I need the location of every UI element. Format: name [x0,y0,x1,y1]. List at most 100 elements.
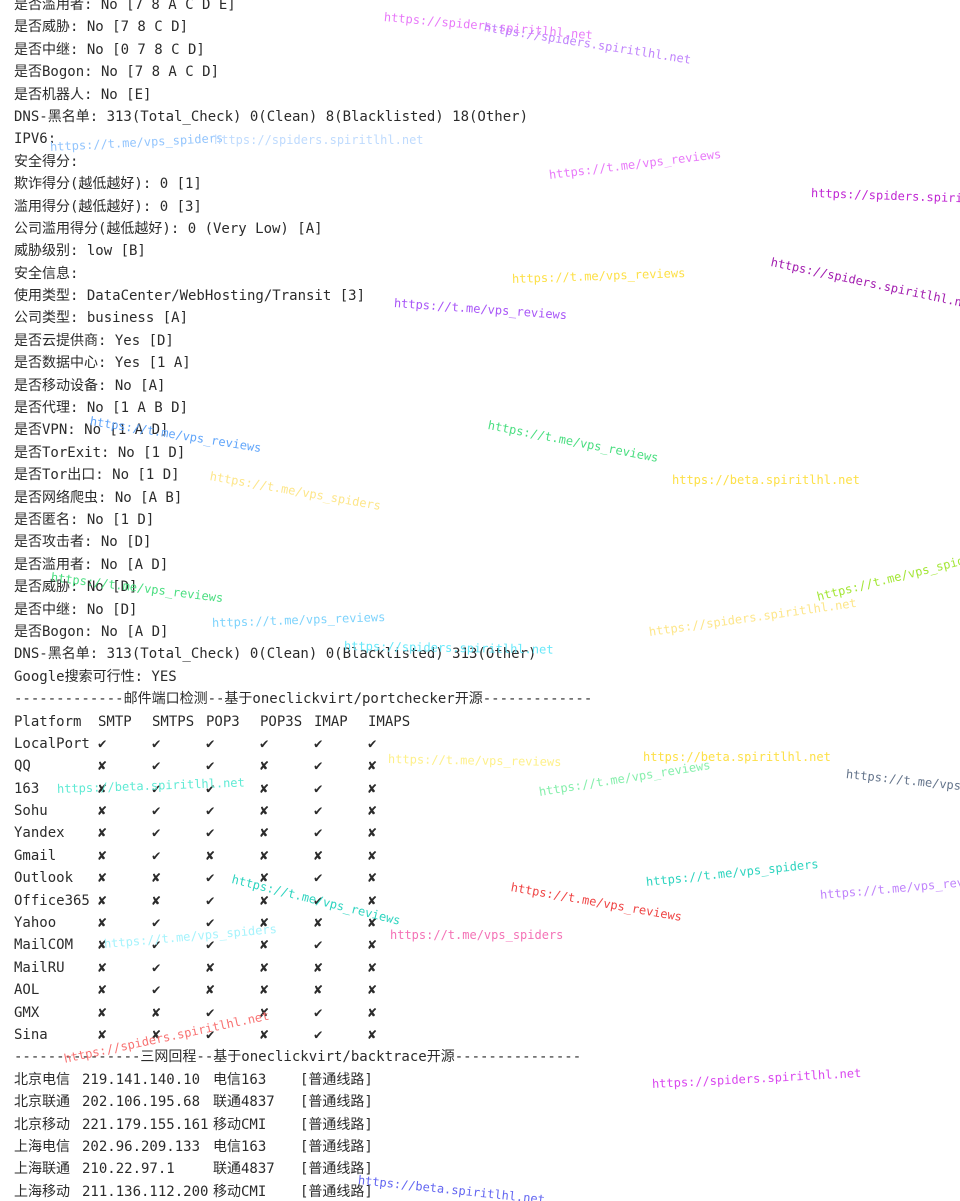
platform-name: AOL [14,982,40,999]
check-icon: ✔ [206,870,215,887]
check-icon: ✔ [314,780,323,797]
cross-icon: ✘ [368,915,377,932]
cross-icon: ✘ [98,937,107,954]
platform-name: MailCOM [14,937,74,954]
platform-name: Gmail [14,847,57,864]
score-line: 公司滥用得分(越低越好): 0 (Very Low) [A] [14,220,323,237]
check-icon: ✔ [206,758,215,775]
cross-icon: ✘ [260,915,269,932]
cross-icon: ✘ [314,847,323,864]
platform-name: 163 [14,780,40,797]
check-icon: ✔ [152,803,161,820]
backtrace-route-type: [普通线路] [300,1138,373,1155]
column-header: IMAP [314,713,348,730]
cross-icon: ✘ [368,847,377,864]
info-line: 是否TorExit: No [1 D] [14,444,186,461]
ipv6-header: IPV6: [14,131,57,148]
ipq-line: 是否Bogon: No [7 8 A C D] [14,64,220,81]
column-header: IMAPS [368,713,411,730]
check-icon: ✔ [206,803,215,820]
check-icon: ✔ [206,1004,215,1021]
check-icon: ✔ [314,735,323,752]
cross-icon: ✘ [260,1004,269,1021]
info-line: 是否VPN: No [1 A D] [14,422,169,439]
cross-icon: ✘ [206,847,215,864]
column-header: POP3 [206,713,240,730]
column-header: SMTPS [152,713,195,730]
cross-icon: ✘ [260,870,269,887]
column-header: POP3S [260,713,303,730]
platform-name: Sina [14,1026,48,1043]
check-icon: ✔ [206,1026,215,1043]
check-icon: ✔ [152,758,161,775]
cross-icon: ✘ [368,1004,377,1021]
info-line: 是否移动设备: No [A] [14,377,166,394]
cross-icon: ✘ [98,825,107,842]
backtrace-location: 上海电信 [14,1138,70,1155]
backtrace-route-type: [普通线路] [300,1161,373,1178]
column-header: SMTP [98,713,132,730]
info-line: 是否滥用者: No [A D] [14,556,169,573]
cross-icon: ✘ [368,1026,377,1043]
mail-port-header-row: Platform SMTP SMTPS POP3 POP3S IMAP IMAP… [14,711,954,733]
platform-name: LocalPort [14,735,90,752]
score-line: 滥用得分(越低越好): 0 [3] [14,198,202,215]
cross-icon: ✘ [152,1004,161,1021]
platform-name: Yandex [14,825,65,842]
dns-blacklist-line: DNS-黑名单: 313(Total_Check) 0(Clean) 8(Bla… [14,108,529,125]
mail-port-row: Sohu✘✔✔✘✔✘ [14,800,954,822]
cross-icon: ✘ [368,937,377,954]
platform-name: GMX [14,1004,40,1021]
backtrace-isp: 联通4837 [213,1094,275,1111]
mail-port-row: Gmail✘✔✘✘✘✘ [14,845,954,867]
cross-icon: ✘ [314,959,323,976]
mail-port-row: QQ✘✔✔✘✔✘ [14,755,954,777]
check-icon: ✔ [314,803,323,820]
score-line: 威胁级别: low [B] [14,243,146,260]
cross-icon: ✘ [368,758,377,775]
column-header: Platform [14,713,82,730]
check-icon: ✔ [206,915,215,932]
check-icon: ✔ [206,780,215,797]
cross-icon: ✘ [98,892,107,909]
mail-port-row: AOL✘✔✘✘✘✘ [14,979,954,1001]
cross-icon: ✘ [260,758,269,775]
cross-icon: ✘ [206,982,215,999]
mail-port-separator: -------------邮件端口检测--基于oneclickvirt/port… [14,691,593,708]
check-icon: ✔ [314,937,323,954]
cross-icon: ✘ [98,959,107,976]
cross-icon: ✘ [368,825,377,842]
info-line: 是否云提供商: Yes [D] [14,332,174,349]
mail-port-row: MailCOM✘✔✔✘✔✘ [14,934,954,956]
backtrace-location: 上海移动 [14,1183,70,1200]
platform-name: Office365 [14,892,90,909]
cross-icon: ✘ [260,892,269,909]
mail-port-row: 163✘✔✔✘✔✘ [14,778,954,800]
backtrace-route-type: [普通线路] [300,1094,373,1111]
mail-port-row: MailRU✘✔✘✘✘✘ [14,957,954,979]
check-icon: ✔ [152,959,161,976]
check-icon: ✔ [206,735,215,752]
mail-port-row: GMX✘✘✔✘✔✘ [14,1002,954,1024]
ipq-line: 是否滥用者: No [7 8 A C D E] [14,0,236,13]
check-icon: ✔ [314,892,323,909]
ipq-line: 是否威胁: No [7 8 C D] [14,19,189,36]
check-icon: ✔ [314,758,323,775]
cross-icon: ✘ [314,915,323,932]
check-icon: ✔ [314,1004,323,1021]
cross-icon: ✘ [260,937,269,954]
platform-name: QQ [14,758,31,775]
security-info-header: 安全信息: [14,265,79,282]
check-icon: ✔ [206,937,215,954]
backtrace-ip: 211.136.112.200 [82,1183,209,1200]
cross-icon: ✘ [206,959,215,976]
backtrace-location: 北京联通 [14,1094,70,1111]
cross-icon: ✘ [260,825,269,842]
backtrace-isp: 移动CMI [213,1183,267,1200]
